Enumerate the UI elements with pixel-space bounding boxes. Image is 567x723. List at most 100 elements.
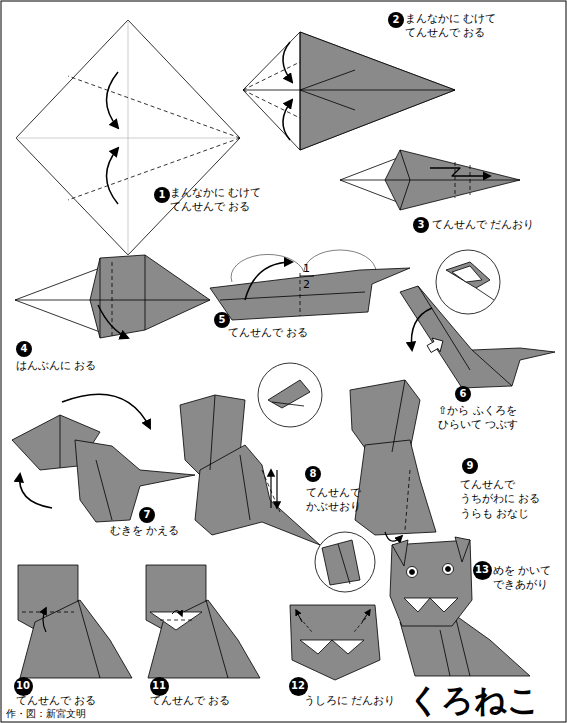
step-number-text: 12 [291,681,305,691]
step-number: 3 [413,217,429,233]
step4-shape-stroke [15,300,210,301]
step13-cat-stroke [410,570,415,575]
step7-shape-stroke [20,474,52,508]
instruction-text: ⇧から ふくろを ひらいて つぶす [438,404,538,433]
instruction-text: まんなかに むけて てんせんで おる [405,12,515,41]
step11-shape [146,565,260,678]
step5-shape-stroke [300,273,301,316]
step5-shape [210,250,410,320]
instruction-text: むきを かえる [110,524,180,538]
step11-shape-stroke [206,600,228,678]
step10-shape-stroke [20,600,132,678]
step7-shape-stroke [60,415,61,468]
instruction-text: てんせんで かぶせおり [306,486,376,515]
origami-illustration-stroke [12,20,555,680]
step2-kite-stroke [243,90,455,91]
step12-shape-stroke [315,532,375,592]
step-number: 10 [14,677,33,696]
step-number-text: 1 [159,190,166,200]
step12-shape-stroke [300,640,332,654]
step-number: 4 [16,341,32,357]
step11-shape-stroke [160,620,192,621]
step-number: 7 [139,507,155,523]
step11-shape-stroke [148,600,260,678]
step9-shape [350,380,436,541]
step10-shape-stroke [78,600,100,678]
step2-kite-stroke [283,100,292,140]
step6-shape-stroke [476,288,494,300]
step2-kite-stroke [300,70,355,90]
credit: 作・図：新宮文明 [6,708,86,720]
step-number-text: 4 [21,344,28,354]
step1-square-stroke [128,20,129,255]
step5-shape-stroke [210,268,410,320]
step5-shape-stroke [300,276,314,277]
step12-shape-stroke [354,618,366,632]
step7-shape-stroke [62,394,150,428]
step2-kite-stroke [283,42,292,82]
step-number: 8 [305,466,321,482]
step-number-text: 6 [460,389,467,399]
instruction-text: てんせんで おる [16,694,97,708]
step3-shape [340,150,520,210]
step5-shape-stroke [304,250,376,272]
step3-shape-stroke [430,168,490,176]
instruction-text: てんせんで おる [228,326,309,340]
step-number: 1 [154,187,170,203]
step6-shape-stroke [436,250,500,314]
step-number-text: 10 [16,681,30,691]
step13-cat-stroke [443,564,454,575]
step4-shape-stroke [100,258,101,338]
step7-shape-stroke [75,440,195,522]
title: くろねこ [408,684,540,716]
step13-cat-stroke [455,615,470,676]
step-number-text: 7 [144,510,151,520]
step10-shape-stroke [43,608,46,632]
step8-shape-stroke [276,470,277,508]
step3-shape-stroke [470,165,471,195]
step4-shape [15,255,210,338]
step-number: 11 [150,677,169,696]
instruction-text: てんせんで だんおり [432,218,535,232]
step11-shape-stroke [150,612,202,630]
step6-shape-stroke [446,262,490,288]
step3-shape-stroke [340,180,520,181]
step13-cat-stroke [407,567,418,578]
step8-shape-stroke [195,445,320,545]
step3-shape-stroke [400,150,410,180]
step8-shape [180,363,322,545]
step13-cat-stroke [392,540,408,566]
step12-shape-stroke [322,540,360,585]
step9-shape-stroke [385,532,402,541]
step6-shape-stroke [452,266,482,282]
step2-kite [243,32,455,150]
instruction-text: うしろに だんおり [304,694,396,708]
step3-shape-stroke [400,180,410,210]
step13-cat [390,537,530,676]
step12-shape-stroke [338,544,350,584]
step1-square-stroke [107,72,119,128]
step2-kite-stroke [243,90,300,118]
step6-shape [400,250,555,388]
step9-shape-stroke [355,440,436,535]
step13-cat-stroke [404,598,430,612]
step-number-text: 2 [393,15,400,25]
step8-shape-stroke [272,402,304,406]
step12-shape [290,532,380,680]
instruction-text: てんせんで うちがわに おる うらも おなじ [460,478,556,521]
step12-shape-stroke [296,610,302,622]
step13-cat-stroke [446,567,451,572]
step12-shape-stroke [332,640,364,654]
instruction-text: まんなかに むけて てんせんで おる [170,186,280,215]
step10-shape [18,565,132,678]
step-number-text: 9 [467,461,474,471]
step-number: 9 [462,458,478,474]
step-number-text: 5 [219,315,226,325]
step-number-text: 11 [152,681,166,691]
step11-shape-stroke [172,610,182,616]
step5-shape-stroke [220,292,365,300]
step8-shape-stroke [270,470,271,508]
step13-cat-stroke [430,598,458,612]
step7-shape-stroke [96,460,112,520]
step12-shape-stroke [362,610,370,622]
